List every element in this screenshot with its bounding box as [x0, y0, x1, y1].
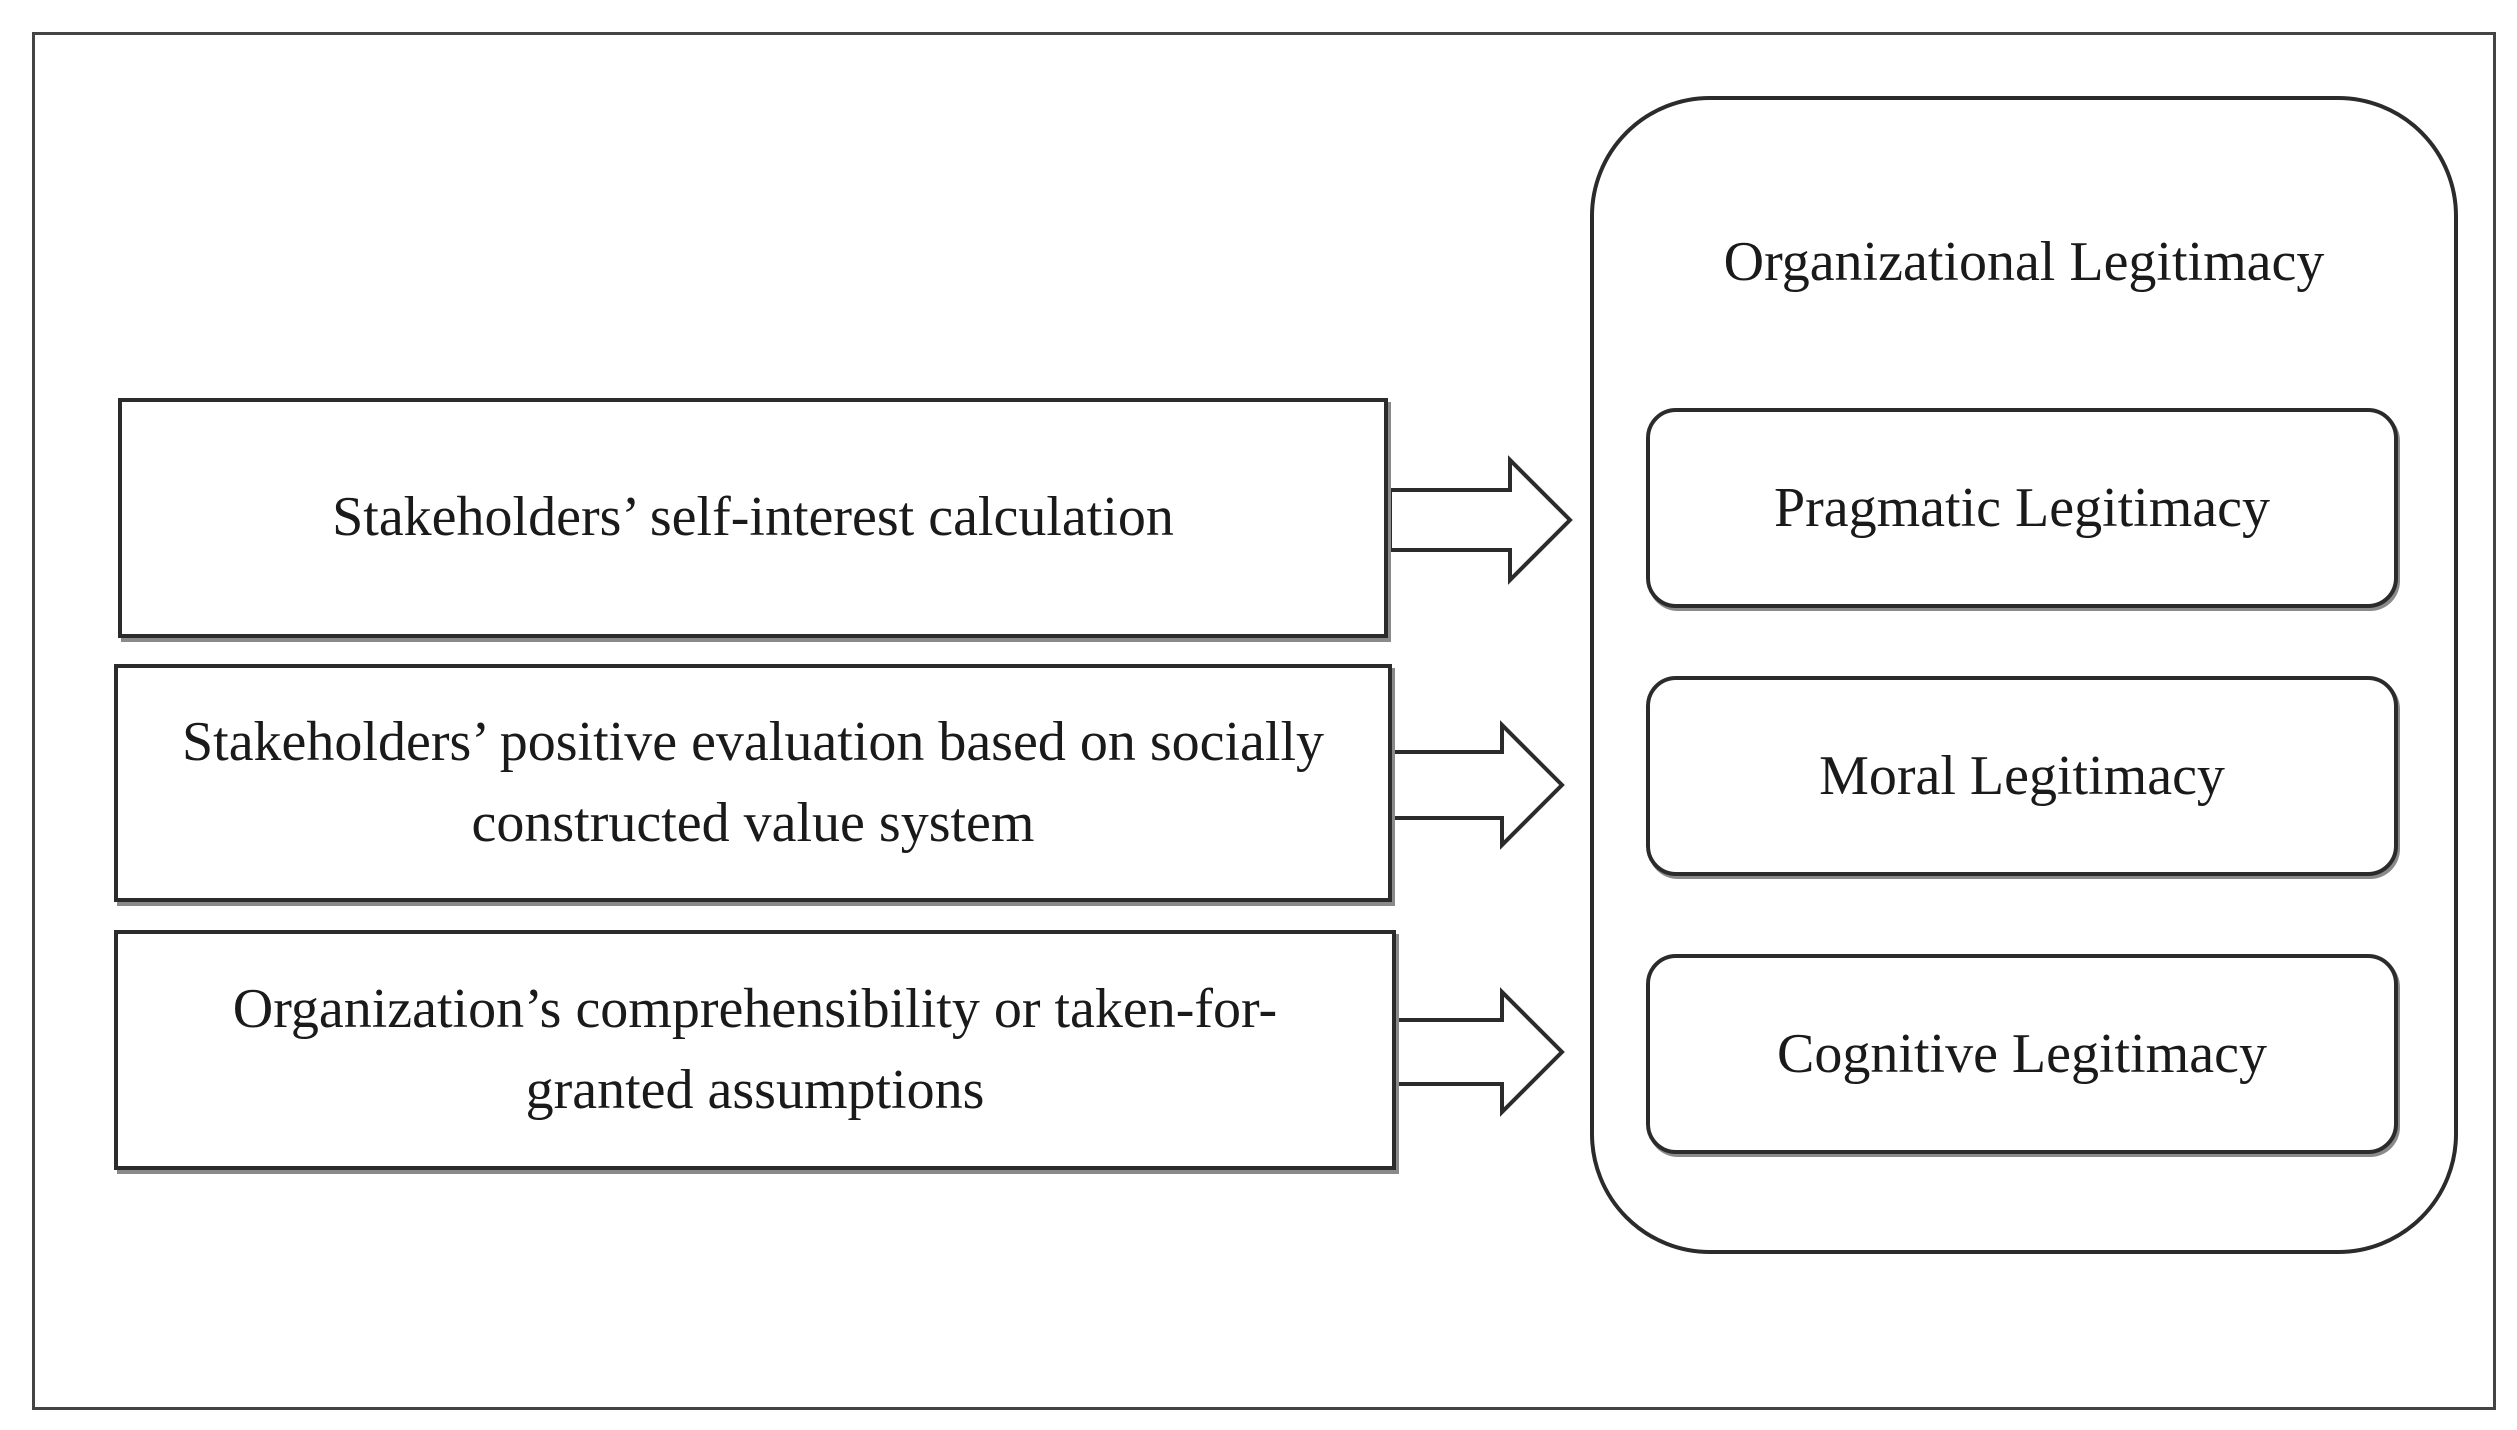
type-label: Pragmatic Legitimacy [1773, 477, 2271, 539]
cause-box-positive-evaluation: Stakeholders’ positive evaluation based … [114, 664, 1392, 902]
type-label: Moral Legitimacy [1819, 745, 2225, 807]
type-box-moral: Moral Legitimacy [1646, 676, 2398, 876]
arrow-2 [1390, 720, 1565, 850]
arrow-3 [1394, 987, 1565, 1117]
diagram-frame [32, 32, 2496, 1410]
cause-text: Stakeholders’ self-interest calculation [332, 486, 1174, 549]
organizational-legitimacy-container [1590, 96, 2458, 1254]
cause-box-self-interest: Stakeholders’ self-interest calculation [118, 398, 1388, 638]
cause-text: Organization’s comprehensibility or take… [232, 977, 1278, 1121]
container-title: Organizational Legitimacy [1723, 231, 2325, 293]
cause-text: Stakeholders’ positive evaluation based … [181, 710, 1324, 854]
arrow-1 [1388, 455, 1573, 585]
type-box-pragmatic: Pragmatic Legitimacy [1646, 408, 2398, 608]
type-box-cognitive: Cognitive Legitimacy [1646, 954, 2398, 1154]
type-label: Cognitive Legitimacy [1777, 1023, 2267, 1085]
cause-box-comprehensibility: Organization’s comprehensibility or take… [114, 930, 1396, 1170]
